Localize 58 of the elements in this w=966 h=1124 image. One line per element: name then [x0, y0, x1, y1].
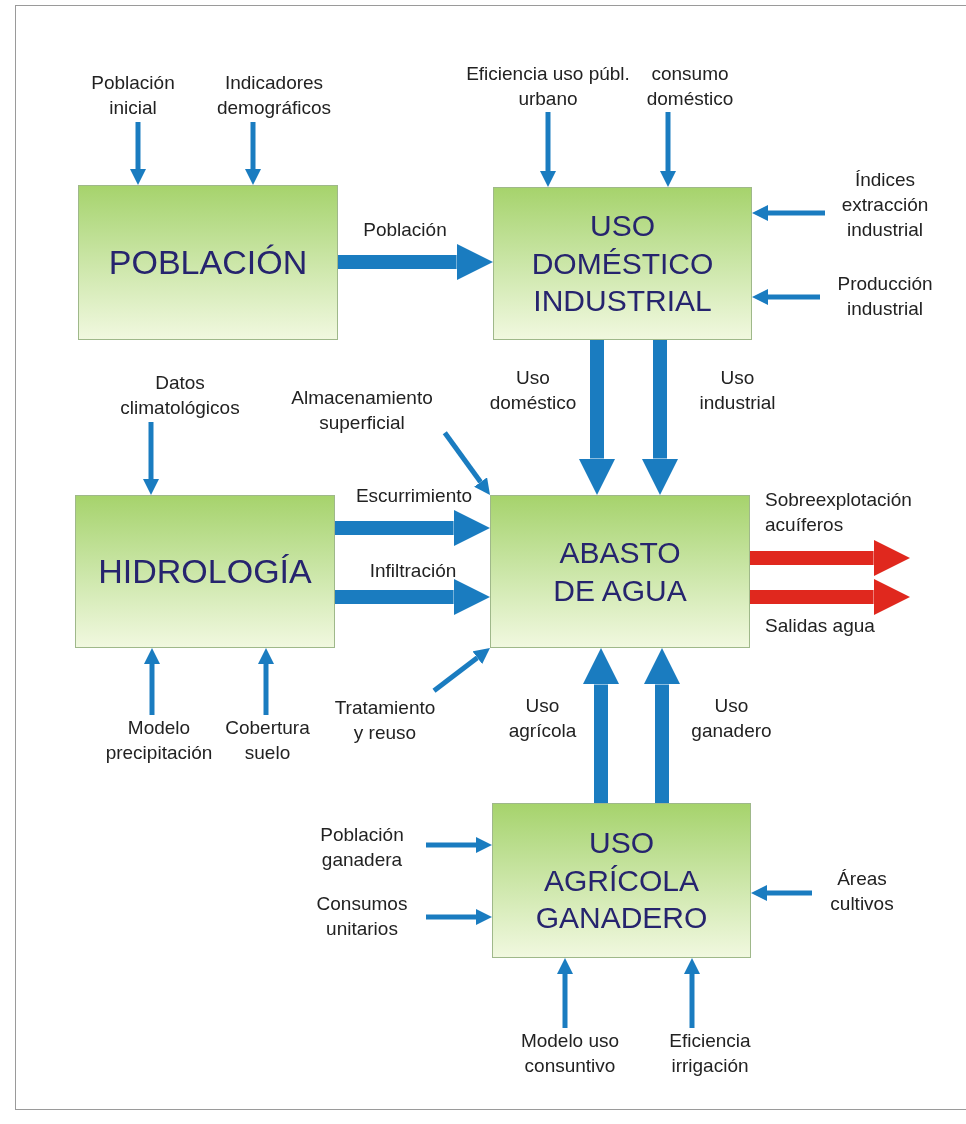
- arrow: [578, 340, 616, 495]
- arrow: [752, 289, 820, 305]
- arrow: [641, 340, 679, 495]
- arrow: [750, 578, 910, 616]
- arrow: [643, 648, 681, 803]
- edge-label: Sobreexplotación acuíferos: [765, 488, 913, 537]
- input-label: Índices extracción industrial: [825, 163, 945, 248]
- input-label: Eficiencia irrigación: [650, 1028, 770, 1080]
- edge-label: Salidas agua: [765, 614, 876, 638]
- arrow: [245, 122, 261, 185]
- edge-label: Infiltración: [368, 559, 458, 583]
- arrow: [684, 958, 700, 1028]
- arrow: [752, 205, 825, 221]
- arrow: [750, 539, 910, 577]
- input-label: Modelo uso consuntivo: [500, 1028, 640, 1080]
- edge-label: Uso agrícola: [507, 694, 578, 743]
- edge-label: Uso industrial: [698, 366, 777, 415]
- arrow: [143, 422, 159, 495]
- process-box: [490, 495, 750, 648]
- edge-label: Uso doméstico: [488, 366, 578, 415]
- box-title: HIDROLOGÍA: [98, 551, 312, 593]
- arrow: [660, 112, 676, 187]
- process-box: [493, 187, 752, 340]
- edge-label: Escurrimiento: [354, 484, 474, 508]
- arrow: [130, 122, 146, 185]
- box-title: USO AGRÍCOLA GANADERO: [534, 825, 709, 937]
- process-box: [492, 803, 751, 958]
- arrow: [557, 958, 573, 1028]
- arrow: [338, 243, 493, 281]
- arrow: [335, 509, 490, 547]
- input-label: Tratamiento y reuso: [328, 695, 442, 747]
- input-label: Población inicial: [78, 70, 188, 122]
- input-label: Eficiencia uso públ. urbano: [466, 62, 630, 112]
- arrow: [442, 431, 490, 495]
- edge-label: Población: [362, 218, 448, 242]
- input-label: Indicadores demográficos: [198, 70, 350, 122]
- input-label: Almacenamiento superficial: [272, 385, 452, 437]
- arrow: [144, 648, 160, 715]
- input-label: Áreas cultivos: [812, 866, 912, 918]
- edge-label: Uso ganadero: [690, 694, 773, 743]
- input-label: Consumos unitarios: [298, 891, 426, 943]
- input-label: Población ganadera: [298, 822, 426, 874]
- process-box: [75, 495, 335, 648]
- arrow: [426, 909, 492, 925]
- arrow: [432, 648, 490, 693]
- arrow: [258, 648, 274, 715]
- arrow: [335, 578, 490, 616]
- arrow: [426, 837, 492, 853]
- box-title: USO DOMÉSTICO INDUSTRIAL: [530, 208, 715, 320]
- process-box: [78, 185, 338, 340]
- input-label: consumo doméstico: [630, 62, 750, 112]
- box-title: POBLACIÓN: [108, 242, 308, 284]
- input-label: Producción industrial: [820, 268, 950, 326]
- arrow: [582, 648, 620, 803]
- box-title: ABASTO DE AGUA: [552, 535, 688, 609]
- arrow: [751, 885, 812, 901]
- arrow: [540, 112, 556, 187]
- input-label: Datos climatológicos: [105, 370, 255, 422]
